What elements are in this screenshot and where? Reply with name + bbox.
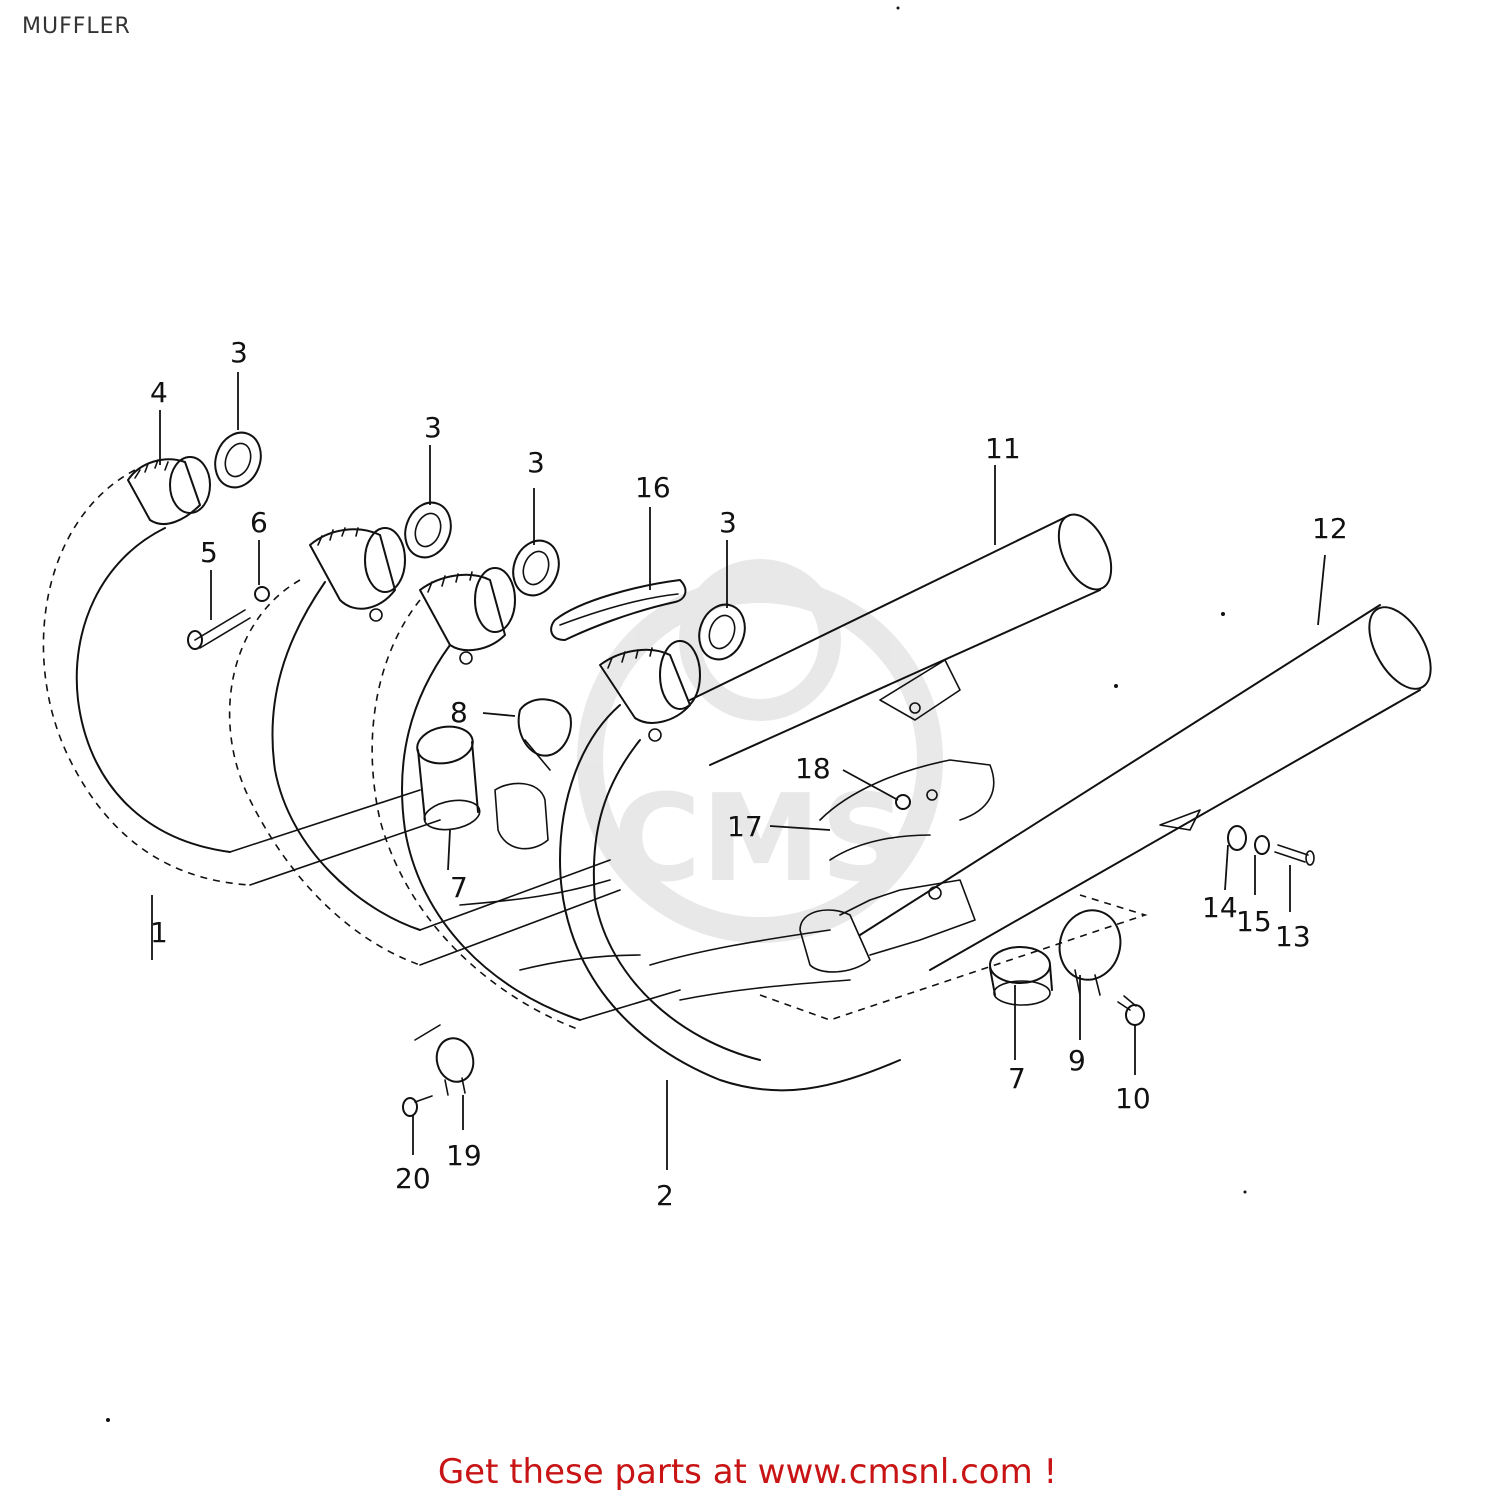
exhaust-pipe-4[interactable]	[559, 640, 901, 1092]
clamp-19[interactable]	[414, 1024, 478, 1096]
muffler-bracket	[819, 759, 995, 900]
callout-3a: 3	[230, 336, 248, 369]
callout-3d: 3	[719, 506, 737, 539]
callout-14: 14	[1202, 891, 1238, 924]
lock-washer-15[interactable]	[1254, 835, 1270, 855]
callout-1: 1	[150, 916, 168, 949]
callout-9: 9	[1068, 1044, 1086, 1077]
callout-3c: 3	[527, 446, 545, 479]
callout-4: 4	[150, 376, 168, 409]
clamp-8[interactable]	[517, 698, 572, 771]
callout-8: 8	[450, 696, 468, 729]
gasket-3a[interactable]	[208, 426, 268, 494]
clamp-9[interactable]	[1052, 903, 1128, 996]
bolt-10[interactable]	[1117, 995, 1145, 1026]
callout-7b: 7	[1008, 1062, 1026, 1095]
watermark-logo: CMS	[577, 559, 943, 943]
washer-14[interactable]	[1227, 825, 1247, 851]
callout-3b: 3	[424, 411, 442, 444]
gasket-3c[interactable]	[506, 534, 566, 602]
muffler-11[interactable]	[689, 506, 1122, 766]
callout-11: 11	[985, 432, 1021, 465]
bolt-5[interactable]	[187, 609, 251, 650]
callout-2: 2	[656, 1179, 674, 1212]
callout-12: 12	[1312, 512, 1348, 545]
callout-20: 20	[395, 1162, 431, 1195]
heat-shield-16[interactable]	[550, 579, 687, 641]
bolt-20[interactable]	[402, 1095, 433, 1117]
scan-specks	[106, 6, 1247, 1422]
nut-6[interactable]	[254, 586, 270, 602]
bolt-18[interactable]	[895, 794, 911, 810]
callout-7a: 7	[450, 871, 468, 904]
exhaust-pipe-2[interactable]	[228, 527, 621, 966]
callout-15: 15	[1236, 905, 1272, 938]
callout-labels: 1 2 3 3 3 3 4 5 6 7 7 8 9 10 11 12 13 14…	[150, 336, 1348, 1212]
connector-pipe-7b[interactable]	[494, 782, 1053, 1006]
exhaust-pipe-3[interactable]	[371, 567, 681, 1031]
callout-6: 6	[250, 506, 268, 539]
callout-17: 17	[727, 810, 763, 843]
connector-pipe-7a[interactable]	[414, 722, 482, 833]
callout-5: 5	[200, 536, 218, 569]
footer: Get these parts at www.cmsnl.com !	[0, 1452, 1495, 1492]
shop-link[interactable]: Get these parts at www.cmsnl.com !	[437, 1452, 1058, 1492]
bolt-13[interactable]	[1274, 844, 1315, 866]
gasket-3b[interactable]	[398, 496, 458, 564]
page-title: MUFFLER	[22, 14, 131, 39]
collector-box	[459, 879, 1148, 1021]
watermark-text: CMS	[613, 770, 907, 909]
callout-10: 10	[1115, 1082, 1151, 1115]
callout-16: 16	[635, 471, 671, 504]
muffler-12[interactable]	[859, 597, 1443, 971]
callout-18: 18	[795, 752, 831, 785]
gasket-3d[interactable]	[692, 598, 752, 666]
exhaust-pipe-1[interactable]	[42, 456, 441, 886]
callout-19: 19	[446, 1139, 482, 1172]
leader-lines	[151, 372, 1326, 1170]
callout-13: 13	[1275, 920, 1311, 953]
